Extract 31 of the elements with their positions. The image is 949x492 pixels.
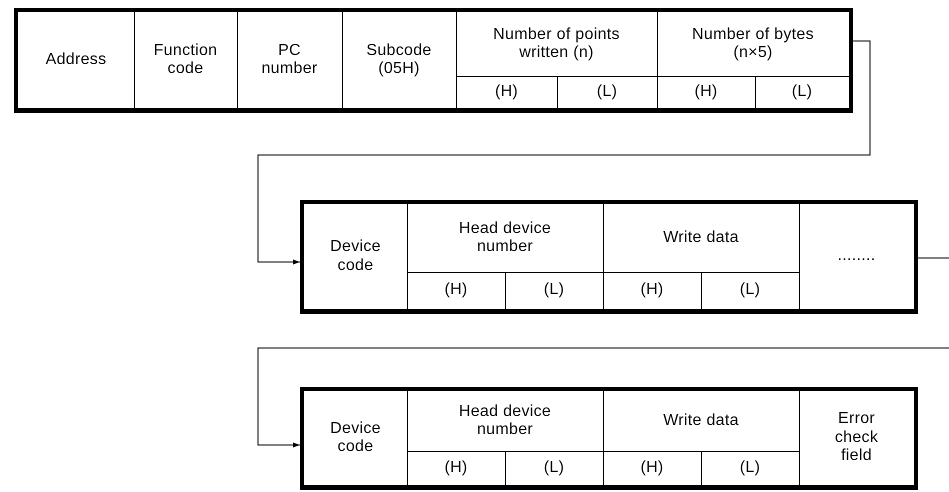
- table-cell: (L): [505, 272, 604, 310]
- connector-arrow: [258, 348, 949, 448]
- table-cell: Write data: [603, 391, 800, 452]
- frame-table: [14, 8, 853, 113]
- table-cell: Head device number: [407, 204, 604, 273]
- table-cell: (H): [456, 76, 558, 109]
- table-cell: (H): [407, 451, 506, 486]
- table-cell: (H): [603, 272, 702, 310]
- table-cell: (L): [701, 451, 800, 486]
- table-cell: (H): [657, 76, 756, 109]
- table-cell: Subcode (05H): [342, 12, 457, 109]
- table-cell: Address: [18, 12, 135, 109]
- table-cell: (L): [701, 272, 800, 310]
- table-cell: Device code: [304, 204, 408, 310]
- table-cell: Function code: [134, 12, 238, 109]
- table-cell: (L): [505, 451, 604, 486]
- table-cell: Number of bytes (n×5): [657, 12, 849, 77]
- table-cell: (H): [407, 272, 506, 310]
- table-cell: Head device number: [407, 391, 604, 452]
- table-cell: Number of points written (n): [456, 12, 658, 77]
- table-cell: Write data: [603, 204, 800, 273]
- table-cell: (H): [603, 451, 702, 486]
- table-cell: (L): [755, 76, 849, 109]
- connector-arrow: [258, 40, 870, 264]
- frame-table: [300, 200, 918, 314]
- table-cell: (L): [557, 76, 658, 109]
- table-cell: Error check field: [799, 391, 914, 486]
- table-cell: Device code: [304, 391, 408, 486]
- table-cell: PC number: [237, 12, 343, 109]
- table-cell: ........: [799, 204, 914, 310]
- frame-table: [300, 387, 918, 490]
